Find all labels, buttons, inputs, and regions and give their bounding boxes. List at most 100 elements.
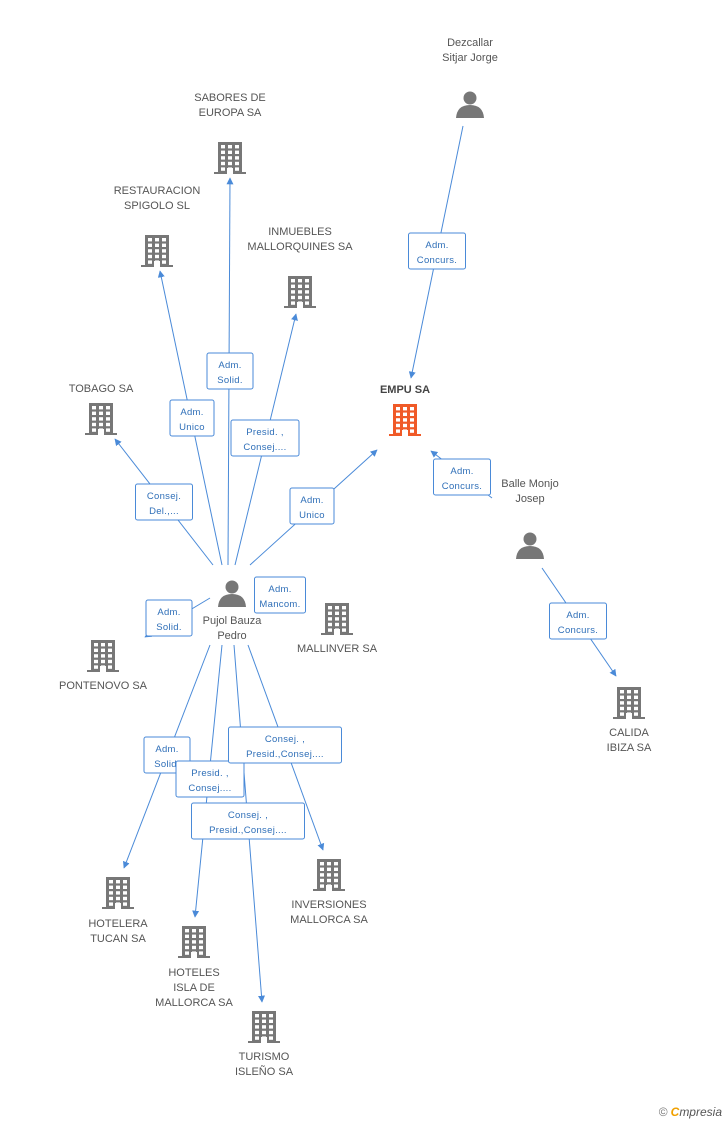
building-icon <box>389 404 421 436</box>
node-label: MALLORCA SA <box>155 997 233 1009</box>
relation-text: Consej. , <box>265 734 305 745</box>
relation-label-pujol-inversiones[interactable]: Consej. , Presid.,Consej.... <box>228 726 342 764</box>
relation-text: Adm. <box>218 360 241 371</box>
relation-box <box>145 599 193 637</box>
relation-text: Consej. <box>147 491 181 502</box>
relation-label-balle-empu[interactable]: Adm. Concurs. <box>433 458 491 496</box>
relation-text: Unico <box>299 510 325 521</box>
relation-text: Presid. , <box>246 427 284 438</box>
building-icon <box>102 877 134 909</box>
relation-label-pujol-tobago[interactable]: Consej. Del.,... <box>135 483 193 521</box>
node-label: HOTELERA <box>88 918 148 930</box>
relation-label-pujol-sabores[interactable]: Adm. Solid. <box>206 352 254 390</box>
relation-text: Concurs. <box>558 625 598 636</box>
node-empu[interactable]: EMPU SA <box>380 384 430 436</box>
building-icon <box>284 276 316 308</box>
node-label: Pedro <box>217 630 246 642</box>
relation-box <box>191 802 305 840</box>
relation-label-pujol-inmuebles[interactable]: Presid. , Consej.... <box>230 419 300 457</box>
person-icon <box>456 91 484 118</box>
node-label: SPIGOLO SL <box>124 200 190 212</box>
node-label: Sitjar Jorge <box>442 52 498 64</box>
relation-label-pujol-hoteles[interactable]: Presid. , Consej.... <box>175 760 245 798</box>
relation-text: Adm. <box>450 466 473 477</box>
relation-label-pujol-mallinver[interactable]: Adm. Mancom. <box>254 576 306 614</box>
building-icon <box>613 687 645 719</box>
relation-label-balle-calida[interactable]: Adm. Concurs. <box>549 602 607 640</box>
node-pontenovo[interactable]: PONTENOVO SA <box>59 640 148 692</box>
person-icon <box>218 580 246 607</box>
relation-box <box>228 726 342 764</box>
relation-text: Unico <box>179 422 205 433</box>
node-label: Balle Monjo <box>501 478 558 490</box>
node-label: IBIZA SA <box>607 742 652 754</box>
relation-text: Adm. <box>157 607 180 618</box>
node-label: MALLINVER SA <box>297 643 378 655</box>
brand-logo: Cmpresia <box>670 1105 722 1119</box>
relation-box <box>289 487 335 525</box>
node-inmuebles[interactable]: INMUEBLES MALLORQUINES SA <box>247 226 353 308</box>
building-icon <box>313 859 345 891</box>
node-label: Pujol Bauza <box>203 615 263 627</box>
relation-text: Adm. <box>425 240 448 251</box>
node-calida[interactable]: CALIDA IBIZA SA <box>607 687 652 754</box>
node-tobago[interactable]: TOBAGO SA <box>69 383 134 435</box>
building-icon <box>85 403 117 435</box>
node-label: TOBAGO SA <box>69 383 134 395</box>
relation-label-pujol-empu[interactable]: Adm. Unico <box>289 487 335 525</box>
relation-box <box>549 602 607 640</box>
node-label: TUCAN SA <box>90 933 146 945</box>
relation-text: Presid. , <box>191 768 229 779</box>
footer-brand[interactable]: ©Cmpresia <box>659 1105 722 1119</box>
relation-text: Presid.,Consej.... <box>209 825 287 836</box>
node-label: INMUEBLES <box>268 226 332 238</box>
node-label: Dezcallar <box>447 37 493 49</box>
node-label: HOTELES <box>168 967 219 979</box>
building-icon <box>214 142 246 174</box>
relation-label-dezcallar-empu[interactable]: Adm.Concurs. <box>408 232 466 270</box>
relation-label-pujol-restauracion[interactable]: Adm. Unico <box>169 399 215 437</box>
relation-text: Consej.... <box>243 442 286 453</box>
relation-text: Adm. <box>566 610 589 621</box>
relation-text: Adm. <box>268 584 291 595</box>
node-label: MALLORQUINES SA <box>247 241 353 253</box>
relation-text: Presid.,Consej.... <box>246 749 324 760</box>
node-hoteles[interactable]: HOTELES ISLA DE MALLORCA SA <box>155 926 233 1009</box>
relation-text: Adm. <box>300 495 323 506</box>
relation-label-pujol-turismo[interactable]: Consej. ,Presid.,Consej.... <box>191 802 305 840</box>
relation-text: Concurs. <box>442 481 482 492</box>
building-icon <box>178 926 210 958</box>
building-icon <box>248 1011 280 1043</box>
relation-text: Solid. <box>154 759 180 770</box>
node-label: ISLEÑO SA <box>235 1065 294 1078</box>
relation-text: Adm. <box>180 407 203 418</box>
relation-text: Solid. <box>156 622 182 633</box>
relation-text: Solid. <box>217 375 243 386</box>
relation-box <box>254 576 306 614</box>
node-label: ISLA DE <box>173 982 215 994</box>
relation-labels-layer: Adm.Concurs.Adm.Concurs.Adm.Concurs.Adm.… <box>135 232 607 840</box>
relation-label-pujol-pontenovo[interactable]: Adm. Solid. <box>145 599 193 637</box>
node-label: CALIDA <box>609 727 649 739</box>
relation-box <box>433 458 491 496</box>
node-hotelera[interactable]: HOTELERA TUCAN SA <box>88 877 148 945</box>
building-icon <box>87 640 119 672</box>
relation-box <box>408 232 466 270</box>
node-label: PONTENOVO SA <box>59 680 148 692</box>
relation-text: Consej.... <box>188 783 231 794</box>
node-turismo[interactable]: TURISMO ISLEÑO SA <box>235 1011 294 1078</box>
relation-text: Del.,... <box>149 506 179 517</box>
node-mallinver[interactable]: MALLINVER SA <box>297 603 378 655</box>
relation-text: Mancom. <box>259 599 300 610</box>
relation-box <box>175 760 245 798</box>
relation-box <box>206 352 254 390</box>
node-label: TURISMO <box>239 1051 290 1063</box>
